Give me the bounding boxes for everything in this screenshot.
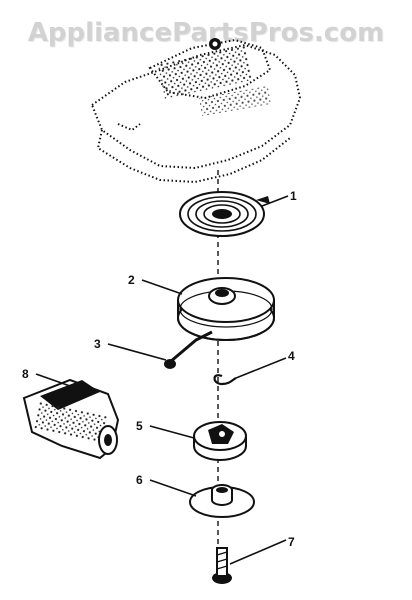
washer bbox=[189, 484, 255, 518]
callout-2: 2 bbox=[128, 273, 135, 287]
rewind-spring bbox=[179, 191, 270, 237]
starter-handle bbox=[22, 378, 120, 460]
callout-5: 5 bbox=[136, 419, 143, 433]
starter-housing bbox=[90, 38, 302, 184]
housing-vent-pattern bbox=[157, 38, 272, 116]
callout-7: 7 bbox=[288, 535, 295, 549]
callout-8: 8 bbox=[22, 367, 29, 381]
leader-lines bbox=[35, 195, 289, 565]
callout-3: 3 bbox=[94, 337, 101, 351]
clip-spring bbox=[213, 374, 237, 386]
screw bbox=[212, 547, 232, 584]
ratchet bbox=[193, 421, 247, 461]
starter-pulley bbox=[177, 277, 275, 341]
starter-rope bbox=[164, 330, 213, 369]
callout-4: 4 bbox=[288, 349, 295, 363]
callout-1: 1 bbox=[290, 189, 297, 203]
callout-6: 6 bbox=[136, 473, 143, 487]
watermark: AppliancePartsPros.com bbox=[27, 18, 385, 48]
